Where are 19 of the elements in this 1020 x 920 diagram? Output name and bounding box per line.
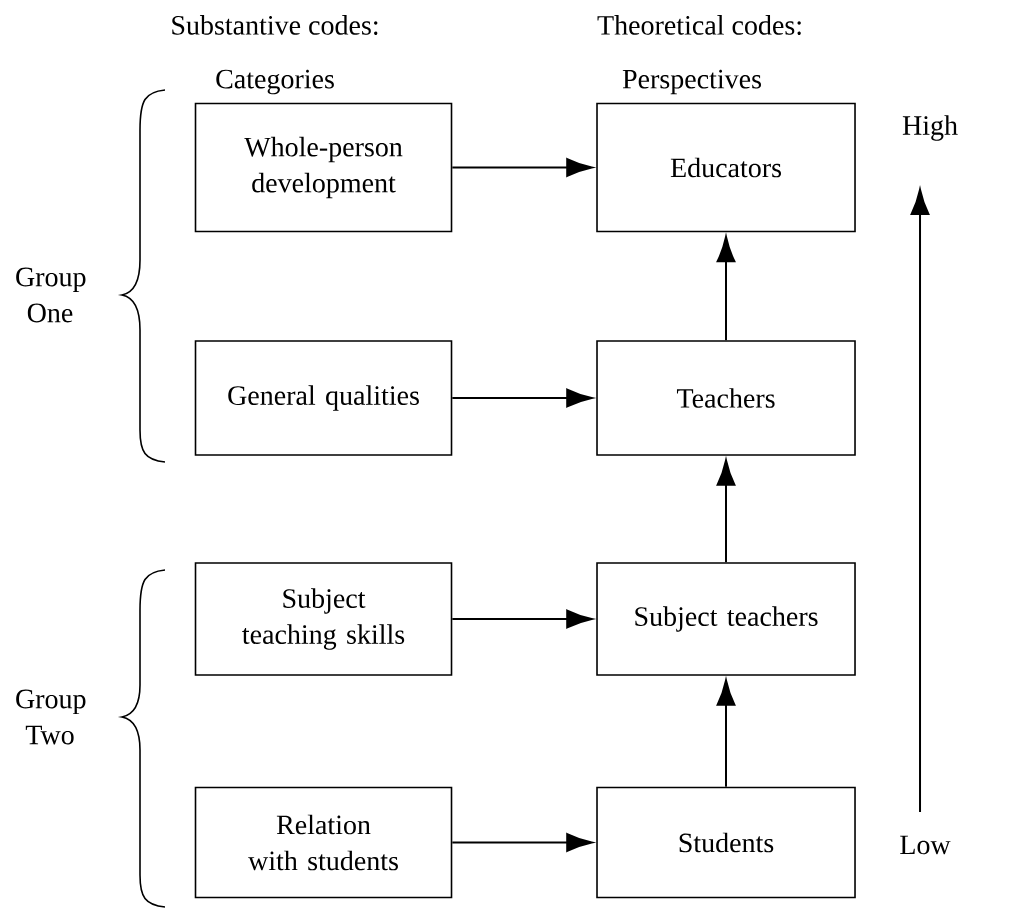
label: Group One <box>16 267 86 323</box>
box: Subject teaching skills <box>194 562 453 676</box>
label: Group Two <box>16 689 86 745</box>
box: Whole-person development <box>194 102 453 233</box>
box: Educators <box>596 102 856 233</box>
label: Substantive codes: <box>172 15 378 35</box>
arrow <box>451 609 593 629</box>
box: Relation with students <box>194 786 453 899</box>
label: High <box>902 115 958 141</box>
box: General qualities <box>194 340 453 456</box>
arrow <box>716 679 736 788</box>
label: Low <box>900 835 951 855</box>
box: Students <box>596 786 856 899</box>
box: Teachers <box>596 340 856 456</box>
box: Subject teachers <box>596 562 856 676</box>
arrow <box>716 235 736 342</box>
label: Theoretical codes: <box>597 15 801 35</box>
arrow <box>451 388 593 408</box>
arrow <box>716 459 736 564</box>
